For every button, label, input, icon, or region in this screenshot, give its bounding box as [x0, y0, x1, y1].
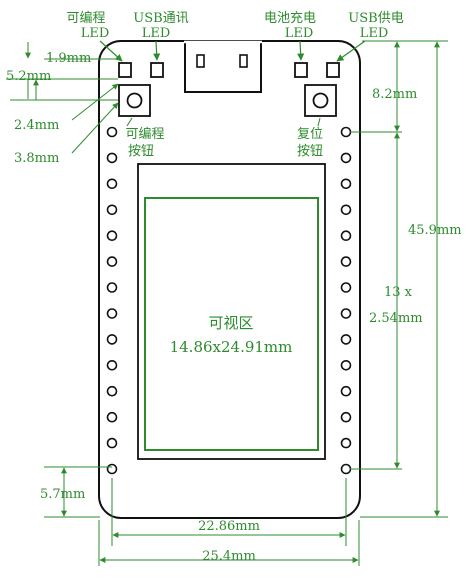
viewable-area	[144, 197, 319, 451]
left-pin-hole	[106, 385, 118, 397]
left-pin-hole	[106, 282, 118, 293]
right-pin-hole	[340, 230, 352, 241]
viewable-area-size: 14.86x24.91mm	[170, 338, 293, 356]
viewable-area-label: 可视区	[208, 314, 253, 332]
prog-led	[118, 62, 132, 78]
usb-comm-led	[150, 62, 164, 78]
dim-led-offset: 1.9mm	[46, 51, 91, 66]
left-pin-hole	[106, 308, 118, 319]
usb-comm-led-label-1: USB通讯	[133, 11, 188, 26]
usb-power-led-label-1: USB供电	[348, 11, 403, 26]
right-pin-hole	[340, 411, 352, 423]
dim-board-width: 25.4mm	[202, 549, 256, 564]
reset-button	[304, 84, 337, 117]
dim-pin-span-height: 45.9mm	[408, 223, 462, 238]
dim-top-pin-offset: 8.2mm	[372, 87, 417, 102]
left-pin-hole	[106, 256, 118, 267]
usb-connector-right-slot	[239, 54, 248, 68]
left-pin-hole	[106, 230, 118, 241]
left-pin-hole	[106, 359, 118, 371]
screen-outer	[137, 163, 326, 460]
right-pin-hole	[340, 334, 352, 345]
left-pin-hole	[106, 152, 118, 164]
right-pin-hole	[340, 126, 352, 138]
pin-holes	[106, 126, 352, 475]
dim-led-to-button: 5.2mm	[6, 69, 51, 84]
left-pin-hole	[106, 437, 118, 449]
reset-button-label-1: 复位	[297, 127, 323, 142]
left-pin-hole	[106, 334, 118, 345]
dim-button-size: 3.8mm	[14, 151, 59, 166]
dim-pin-row-spacing: 22.86mm	[198, 519, 260, 534]
left-pin-hole	[106, 463, 118, 475]
dim-pin-pitch: 2.54mm	[369, 311, 423, 326]
right-pin-hole	[340, 359, 352, 371]
prog-button-label-1: 可编程	[125, 127, 164, 142]
charge-led-label-1: 电池充电	[264, 10, 316, 26]
dim-button-gap: 2.4mm	[14, 118, 59, 133]
right-pin-hole	[340, 463, 352, 475]
left-pin-hole	[106, 178, 118, 190]
left-pin-hole	[106, 204, 118, 216]
right-pin-hole	[340, 437, 352, 449]
right-pin-hole	[340, 256, 352, 267]
usb-comm-led-label-2: LED	[142, 26, 171, 41]
usb-power-led-label-2: LED	[360, 26, 389, 41]
reset-button-label-2: 按钮	[297, 144, 323, 159]
left-pin-hole	[106, 411, 118, 423]
left-pin-hole	[106, 126, 118, 138]
prog-led-label-1: 可编程	[66, 11, 105, 26]
prog-led-label-2: LED	[81, 26, 110, 41]
right-pin-hole	[340, 385, 352, 397]
charge-led	[294, 62, 308, 78]
usb-connector-left-slot	[196, 54, 205, 68]
right-pin-hole	[340, 282, 352, 293]
right-pin-hole	[340, 152, 352, 164]
charge-led-label-2: LED	[285, 26, 314, 41]
right-pin-hole	[340, 204, 352, 216]
usb-power-led	[326, 62, 340, 78]
dim-bottom-margin: 5.7mm	[40, 487, 85, 502]
prog-button-label-2: 按钮	[128, 144, 154, 159]
dim-pin-count: 13 x	[384, 285, 413, 300]
right-pin-hole	[340, 308, 352, 319]
right-pin-hole	[340, 178, 352, 190]
